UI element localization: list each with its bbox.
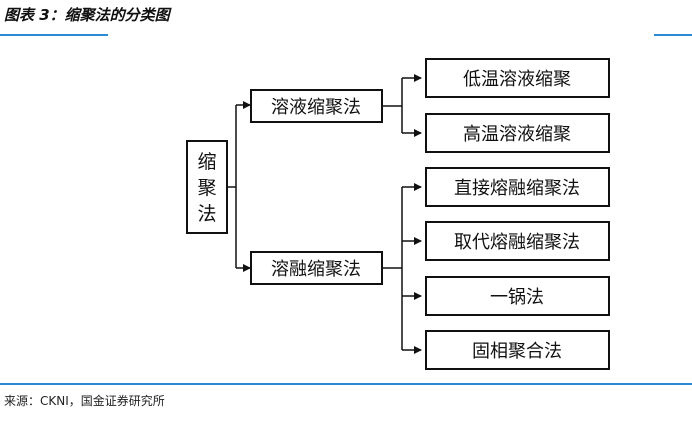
title-rule-right xyxy=(654,34,692,36)
branch-label-1: 溶液缩聚法 xyxy=(271,97,361,118)
figure-title: 图表 3：缩聚法的分类图 xyxy=(4,6,170,24)
source-note: 来源：CKNI，国金证券研究所 xyxy=(4,394,165,408)
root-char-2: 聚 xyxy=(197,177,216,199)
leaf-box-4 xyxy=(425,221,610,261)
root-char-1: 缩 xyxy=(197,151,216,173)
leaf-label-5: 一锅法 xyxy=(490,287,544,308)
leaf-label-3: 直接熔融缩聚法 xyxy=(454,178,580,199)
leaf-label-1: 低温溶液缩聚 xyxy=(463,69,571,90)
branch-label-2: 溶融缩聚法 xyxy=(271,259,361,280)
branch-box-1 xyxy=(250,89,383,123)
leaf-box-5 xyxy=(425,276,610,316)
leaf-label-2: 高温溶液缩聚 xyxy=(463,124,571,145)
leaf-box-1 xyxy=(425,58,610,98)
leaf-label-6: 固相聚合法 xyxy=(472,341,562,362)
leaf-label-4: 取代熔融缩聚法 xyxy=(454,232,580,253)
root-box xyxy=(186,140,228,234)
title-rule-left xyxy=(0,34,108,36)
leaf-box-3 xyxy=(425,167,610,207)
leaf-box-2 xyxy=(425,113,610,153)
branch-box-2 xyxy=(250,251,383,285)
root-char-3: 法 xyxy=(197,203,216,225)
footer-rule xyxy=(0,383,692,385)
leaf-box-6 xyxy=(425,330,610,370)
